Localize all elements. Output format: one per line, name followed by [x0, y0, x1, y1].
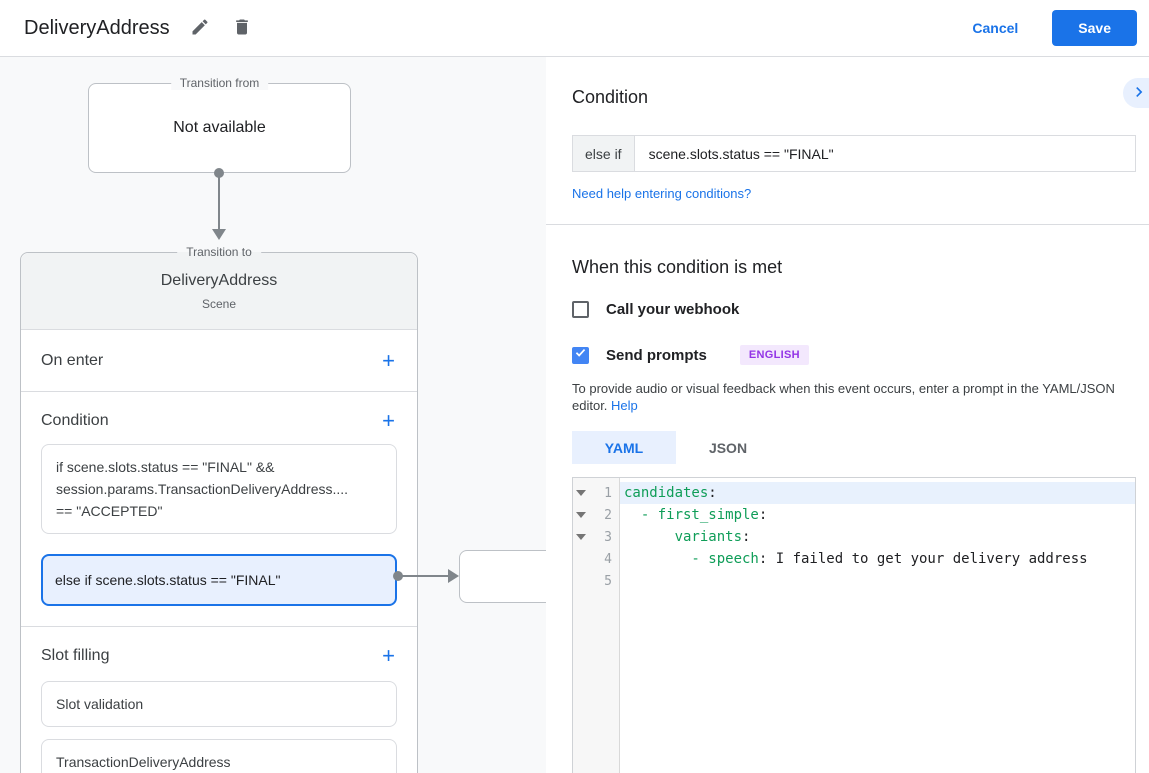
- send-prompts-label: Send prompts: [606, 346, 707, 364]
- transition-to-legend: Transition to: [177, 245, 261, 259]
- save-button[interactable]: Save: [1052, 10, 1137, 46]
- slot-filling-label: Slot filling: [41, 647, 110, 664]
- slot-card-delivery-address[interactable]: TransactionDeliveryAddress: [41, 739, 397, 773]
- line-number: 5: [604, 573, 612, 589]
- on-enter-section: On enter +: [21, 330, 417, 392]
- slot-filling-section: Slot filling + Slot validation Transacti…: [21, 627, 417, 773]
- code-line: [620, 570, 1135, 592]
- scene-header: DeliveryAddress Scene: [21, 253, 417, 330]
- line-number: 3: [604, 529, 612, 545]
- arrow-right-icon: [448, 569, 459, 583]
- pencil-icon: [190, 17, 210, 40]
- fold-toggle-icon[interactable]: [576, 512, 586, 518]
- tab-yaml[interactable]: YAML: [572, 431, 676, 464]
- on-enter-label: On enter: [41, 351, 104, 369]
- code-line: candidates:: [620, 482, 1135, 504]
- condition-help-link[interactable]: Need help entering conditions?: [572, 186, 752, 201]
- cancel-button[interactable]: Cancel: [972, 20, 1019, 36]
- transition-target-node[interactable]: [459, 550, 546, 603]
- arrow-down-icon: [212, 229, 226, 240]
- prompt-editor-description: To provide audio or visual feedback when…: [572, 381, 1115, 413]
- line-number: 1: [604, 485, 612, 501]
- webhook-checkbox[interactable]: [572, 301, 589, 318]
- fold-toggle-icon[interactable]: [576, 490, 586, 496]
- condition-section: Condition + if scene.slots.status == "FI…: [21, 392, 417, 627]
- edit-title-button[interactable]: [188, 16, 212, 40]
- tab-json[interactable]: JSON: [676, 431, 780, 464]
- delete-scene-button[interactable]: [230, 16, 254, 40]
- when-condition-met-section: When this condition is met Call your web…: [546, 225, 1149, 773]
- code-line: - first_simple:: [624, 507, 768, 523]
- connector-line-vertical: [218, 173, 220, 231]
- line-number: 4: [604, 551, 612, 567]
- editor-format-tabs: YAML JSON: [572, 431, 1136, 464]
- condition-expression-row: else if: [572, 135, 1136, 172]
- add-condition-icon[interactable]: +: [382, 408, 395, 433]
- page-title: DeliveryAddress: [24, 16, 170, 39]
- code-line: variants:: [624, 529, 751, 545]
- add-on-enter-icon[interactable]: +: [382, 347, 395, 373]
- fold-toggle-icon[interactable]: [576, 534, 586, 540]
- transition-to-box: Transition to DeliveryAddress Scene On e…: [20, 245, 418, 773]
- scene-type-label: Scene: [201, 297, 237, 311]
- help-link[interactable]: Help: [611, 398, 638, 413]
- transition-from-legend: Transition from: [170, 76, 269, 90]
- code-line: - speech: I failed to get your delivery …: [624, 551, 1088, 567]
- condition-card-elseif-selected[interactable]: else if scene.slots.status == "FINAL": [41, 554, 397, 606]
- scene-diagram-canvas: Transition from Not available Transition…: [0, 57, 546, 773]
- condition-details-panel: Condition else if Need help entering con…: [546, 57, 1149, 773]
- condition-card-if[interactable]: if scene.slots.status == "FINAL" && sess…: [41, 444, 397, 534]
- add-slot-icon[interactable]: +: [382, 643, 395, 668]
- send-prompts-checkbox[interactable]: [572, 346, 589, 364]
- slot-card-validation[interactable]: Slot validation: [41, 681, 397, 727]
- condition-expression-input[interactable]: [634, 136, 1135, 171]
- language-badge: ENGLISH: [739, 345, 809, 365]
- panel-condition-title: Condition: [572, 87, 649, 107]
- condition-operator-label: else if: [573, 136, 635, 171]
- line-number: 2: [604, 507, 612, 523]
- editor-gutter: 1 2 3 4 5: [573, 478, 620, 773]
- webhook-label: Call your webhook: [606, 301, 740, 318]
- trash-icon: [232, 17, 252, 40]
- app-bar: DeliveryAddress Cancel Save: [0, 0, 1149, 57]
- scene-name: DeliveryAddress: [160, 272, 278, 289]
- check-icon: [574, 346, 587, 364]
- chevron-right-icon: [1129, 82, 1149, 105]
- condition-section-label: Condition: [41, 412, 109, 429]
- transition-from-box: Transition from Not available: [88, 76, 351, 173]
- transition-from-value: Not available: [173, 119, 266, 136]
- when-met-title: When this condition is met: [572, 257, 783, 277]
- connector-line-horizontal: [398, 575, 450, 577]
- collapse-panel-button[interactable]: [1123, 78, 1149, 108]
- yaml-code-editor[interactable]: 1 2 3 4 5 candidates: - first_simple: va…: [572, 477, 1136, 773]
- condition-editor-section: Condition else if Need help entering con…: [546, 57, 1149, 225]
- editor-code-area[interactable]: candidates: - first_simple: variants: - …: [620, 478, 1135, 773]
